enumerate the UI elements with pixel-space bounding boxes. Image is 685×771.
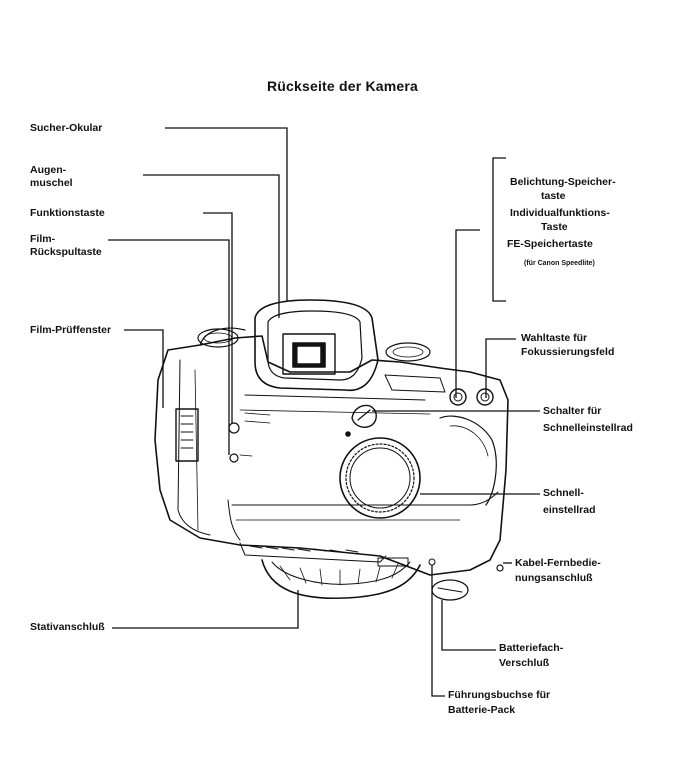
label-sucher-okular: Sucher-Okular [30, 122, 103, 134]
label-belichtung-1: Belichtung-Speicher- [510, 176, 616, 188]
label-batteriefach-2: Verschluß [499, 657, 550, 669]
label-fe-speicher: FE-Speichertaste [507, 238, 593, 250]
label-kabel-1: Kabel-Fernbedie- [515, 557, 601, 569]
ae-lock-button [449, 388, 467, 406]
label-augenmuschel-1: Augen- [30, 164, 67, 176]
label-wahltaste-1: Wahltaste für [521, 332, 588, 344]
diagram-title: Rückseite der Kamera [266, 78, 419, 94]
film-check-window [175, 408, 199, 462]
af-point-button [476, 388, 494, 406]
camera-body [154, 327, 509, 576]
film-rewind-button [229, 453, 239, 463]
battery-latch [428, 558, 469, 601]
label-fuehrungsbuchse-2: Batterie-Pack [448, 704, 516, 716]
label-schalter-1: Schalter für [543, 405, 602, 417]
label-funktionstaste: Funktionstaste [30, 207, 105, 219]
eyecup [254, 299, 379, 392]
camera-bottom [261, 559, 421, 600]
label-augenmuschel-2: muschel [30, 177, 73, 189]
label-batteriefach-1: Batteriefach- [499, 642, 564, 654]
label-fuehrungsbuchse-1: Führungsbuchse für [448, 689, 551, 701]
label-schnell-2: einstellrad [543, 504, 596, 516]
label-schalter-2: Schnelleinstellrad [543, 422, 633, 434]
function-button [228, 422, 240, 434]
label-individual-2: Taste [541, 221, 568, 233]
bottom-grille [249, 545, 409, 567]
quick-control-dial [339, 437, 421, 519]
remote-socket [496, 564, 504, 572]
label-fe-speedlite: (für Canon Speedlite) [524, 260, 595, 267]
quick-dial-switch [345, 404, 377, 437]
label-film-rueckspul-1: Film- [30, 233, 56, 245]
label-stativanschluss: Stativanschluß [30, 621, 105, 633]
leader-lines [108, 127, 540, 697]
label-film-rueckspul-2: Rückspultaste [30, 246, 102, 258]
label-belichtung-2: taste [541, 190, 566, 202]
label-kabel-2: nungsanschluß [515, 572, 593, 584]
label-individual-1: Individualfunktions- [510, 207, 610, 219]
label-schnell-1: Schnell- [543, 487, 584, 499]
label-film-pruef: Film-Prüffenster [30, 324, 112, 336]
label-wahltaste-2: Fokussierungsfeld [521, 346, 615, 358]
